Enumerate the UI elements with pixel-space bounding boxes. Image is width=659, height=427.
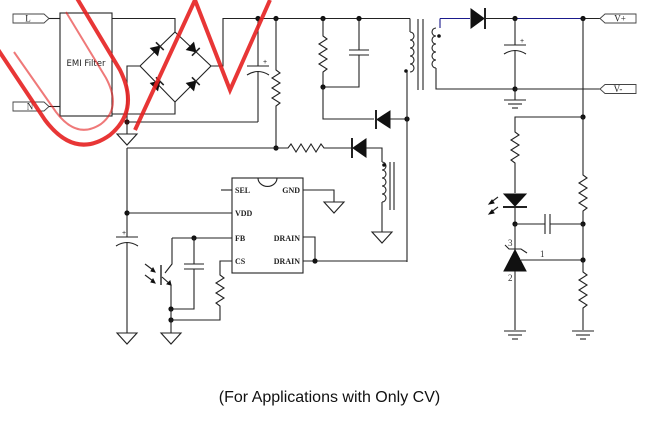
aux-winding <box>381 161 395 232</box>
ic-pin-gnd: GND <box>282 186 300 195</box>
ic-pin-vdd: VDD <box>235 209 253 218</box>
polarity-mark: + <box>263 59 267 66</box>
led-resistor <box>509 130 521 193</box>
ground-symbol-aux <box>370 231 394 244</box>
optocoupler-led <box>487 193 528 224</box>
pin-cathode-label: 3 <box>508 238 513 248</box>
watermark <box>0 0 272 147</box>
vdd-resistor <box>276 142 352 154</box>
ground-symbol-primary <box>115 122 139 146</box>
ic-pin-sel: SEL <box>235 186 250 195</box>
snubber-resistor <box>317 18 329 87</box>
ground-symbol-vdd <box>115 332 139 345</box>
bridge-diode-1 <box>149 41 165 57</box>
polarity-mark: + <box>122 230 126 237</box>
port-n-label: N <box>27 102 34 112</box>
diagram-caption: (For Applications with Only CV) <box>218 389 441 406</box>
ground-symbol-fb <box>159 332 183 345</box>
junction-dot <box>312 258 318 264</box>
aux-diode <box>351 138 383 162</box>
divider-resistor-upper <box>577 117 589 224</box>
ic-pin-drain-2: DRAIN <box>274 257 300 266</box>
cs-resistor <box>171 260 232 321</box>
port-vminus-label: V- <box>614 84 623 94</box>
output-capacitor: + <box>503 18 527 89</box>
pin-anode-label: 2 <box>508 273 513 283</box>
port-l-label: L <box>25 14 31 24</box>
compensation-capacitor <box>515 214 583 234</box>
ic-pin-fb: FB <box>235 234 246 243</box>
ground-symbol-secondary <box>504 89 526 109</box>
optocoupler-transistor <box>144 238 173 310</box>
transformer <box>404 18 514 262</box>
emi-filter-label: EMI Filter <box>67 59 106 69</box>
startup-resistor <box>270 18 282 148</box>
snubber-diode <box>375 110 407 129</box>
port-l: L <box>12 14 60 24</box>
ground-symbol-divider <box>572 330 594 340</box>
ground-symbol-ic <box>322 201 346 214</box>
fb-capacitor <box>171 238 204 310</box>
ic-pin-drain-1: DRAIN <box>274 234 300 243</box>
port-vplus-label: V+ <box>614 14 626 24</box>
polarity-mark: + <box>520 38 524 45</box>
ic-pin-cs: CS <box>235 257 246 266</box>
port-vminus: V- <box>599 84 637 94</box>
shunt-regulator: 3 1 2 <box>503 224 583 330</box>
emi-filter: EMI Filter <box>59 12 113 117</box>
bridge-diode-2 <box>185 41 201 57</box>
output-diode <box>470 8 486 29</box>
port-n: N <box>12 102 60 112</box>
bridge-diode-4 <box>185 76 201 92</box>
snubber-capacitor <box>323 18 369 88</box>
vdd-capacitor: + <box>115 230 139 333</box>
port-vplus: V+ <box>599 14 637 24</box>
divider-resistor-lower <box>577 260 589 330</box>
bulk-capacitor: + <box>246 18 270 122</box>
controller-ic[interactable]: SEL VDD FB CS GND DRAIN DRAIN <box>221 177 304 274</box>
pin-ref-label: 1 <box>540 249 545 259</box>
ground-symbol-tl431 <box>504 330 526 340</box>
